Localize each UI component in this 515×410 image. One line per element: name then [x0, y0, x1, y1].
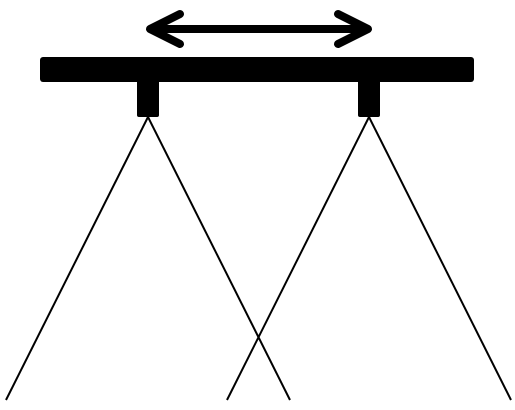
- double-arrow-icon: [146, 10, 372, 48]
- sensor-left-cone-right-edge: [147, 116, 291, 401]
- sensor-right: [226, 80, 512, 401]
- sensor-left-cone-left-edge: [5, 116, 149, 401]
- sensor-left: [5, 80, 291, 401]
- sensor-right-block: [358, 80, 380, 117]
- arrow-head-right: [334, 10, 372, 48]
- arrow-head-left: [146, 10, 184, 48]
- sensor-left-block: [137, 80, 159, 117]
- sensor-right-cone-right-edge: [368, 116, 512, 401]
- sensor-right-cone-left-edge: [226, 116, 370, 401]
- rail-bar: [40, 57, 474, 82]
